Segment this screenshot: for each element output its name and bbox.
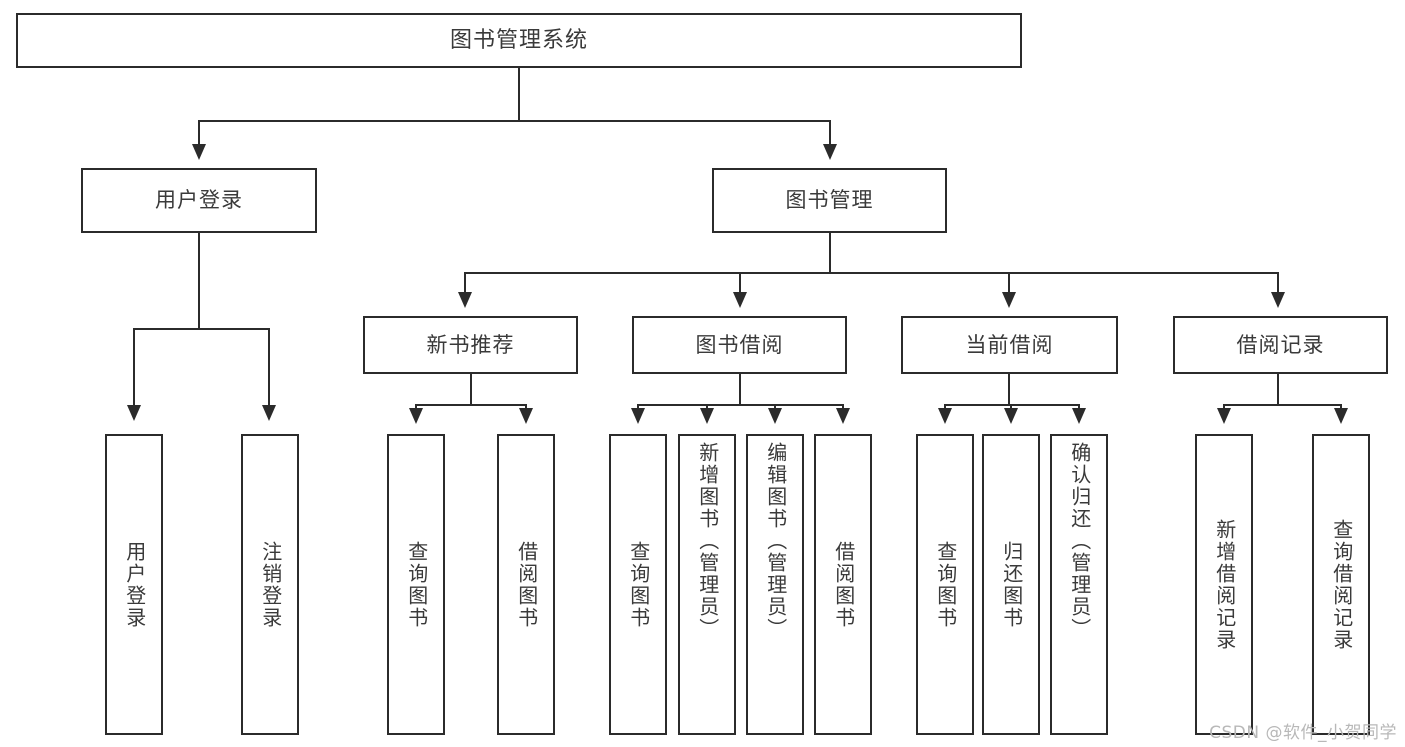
- connector-current-borrow-stem: [1008, 374, 1010, 406]
- arrowhead-to-new-book-recommend: [458, 292, 472, 308]
- connector-level3-drop-2: [739, 272, 741, 294]
- leaf-current-borrow-return-book[interactable]: 归还图书: [982, 434, 1040, 735]
- arrowhead-to-borrow-record: [1271, 292, 1285, 308]
- arrowhead-borrow-record-leaf-2: [1334, 408, 1348, 424]
- arrowhead-user-login-leaf-2: [262, 405, 276, 421]
- connector-book-borrow-drop-2: [706, 404, 708, 410]
- connector-book-borrow-drop-1: [637, 404, 639, 410]
- arrowhead-new-book-leaf-1: [409, 408, 423, 424]
- leaf-current-borrow-confirm-return-admin[interactable]: 确认归还（管理员）: [1050, 434, 1108, 735]
- connector-new-book-stem: [470, 374, 472, 406]
- arrowhead-book-borrow-leaf-2: [700, 408, 714, 424]
- connector-level3-drop-4: [1277, 272, 1279, 294]
- connector-borrow-record-stem: [1277, 374, 1279, 406]
- node-new-book-recommend[interactable]: 新书推荐: [363, 316, 578, 374]
- arrowhead-to-current-borrow: [1002, 292, 1016, 308]
- connector-new-book-drop-2: [525, 404, 527, 410]
- leaf-book-borrow-add-book-admin[interactable]: 新增图书（管理员）: [678, 434, 736, 735]
- node-borrow-record[interactable]: 借阅记录: [1173, 316, 1388, 374]
- connector-user-login-bus: [133, 328, 269, 330]
- connector-root-stem: [518, 68, 520, 121]
- node-user-login[interactable]: 用户登录: [81, 168, 317, 233]
- arrowhead-current-borrow-leaf-1: [938, 408, 952, 424]
- connector-root-bus: [198, 120, 830, 122]
- connector-new-book-bus: [415, 404, 526, 406]
- arrowhead-book-borrow-leaf-1: [631, 408, 645, 424]
- connector-borrow-record-drop-1: [1223, 404, 1225, 410]
- leaf-borrow-record-query-record[interactable]: 查询借阅记录: [1312, 434, 1370, 735]
- connector-root-drop-left: [198, 120, 200, 146]
- connector-current-borrow-drop-2: [1010, 404, 1012, 410]
- leaf-user-login-login[interactable]: 用户登录: [105, 434, 163, 735]
- leaf-new-book-borrow-book[interactable]: 借阅图书: [497, 434, 555, 735]
- connector-user-login-stem: [198, 233, 200, 329]
- arrowhead-book-borrow-leaf-3: [768, 408, 782, 424]
- connector-borrow-record-drop-2: [1340, 404, 1342, 410]
- connector-book-management-stem: [829, 233, 831, 273]
- arrowhead-borrow-record-leaf-1: [1217, 408, 1231, 424]
- arrowhead-new-book-leaf-2: [519, 408, 533, 424]
- connector-current-borrow-drop-3: [1078, 404, 1080, 410]
- connector-current-borrow-drop-1: [944, 404, 946, 410]
- node-root-book-management-system[interactable]: 图书管理系统: [16, 13, 1022, 68]
- leaf-book-borrow-borrow-book[interactable]: 借阅图书: [814, 434, 872, 735]
- connector-book-borrow-stem: [739, 374, 741, 406]
- leaf-borrow-record-add-record[interactable]: 新增借阅记录: [1195, 434, 1253, 735]
- connector-root-drop-right: [829, 120, 831, 146]
- node-current-borrow[interactable]: 当前借阅: [901, 316, 1118, 374]
- leaf-book-borrow-query-book[interactable]: 查询图书: [609, 434, 667, 735]
- arrowhead-book-borrow-leaf-4: [836, 408, 850, 424]
- arrowhead-current-borrow-leaf-3: [1072, 408, 1086, 424]
- arrowhead-to-user-login: [192, 144, 206, 160]
- arrowhead-to-book-borrow: [733, 292, 747, 308]
- arrowhead-current-borrow-leaf-2: [1004, 408, 1018, 424]
- leaf-book-borrow-edit-book-admin[interactable]: 编辑图书（管理员）: [746, 434, 804, 735]
- connector-book-borrow-bus: [637, 404, 843, 406]
- node-book-management[interactable]: 图书管理: [712, 168, 947, 233]
- connector-level3-drop-1: [464, 272, 466, 294]
- connector-level3-drop-3: [1008, 272, 1010, 294]
- node-book-borrow[interactable]: 图书借阅: [632, 316, 847, 374]
- connector-new-book-drop-1: [415, 404, 417, 410]
- arrowhead-user-login-leaf-1: [127, 405, 141, 421]
- arrowhead-to-book-management: [823, 144, 837, 160]
- leaf-current-borrow-query-book[interactable]: 查询图书: [916, 434, 974, 735]
- connector-user-login-drop-1: [133, 328, 135, 407]
- leaf-new-book-query-book[interactable]: 查询图书: [387, 434, 445, 735]
- leaf-user-login-logout[interactable]: 注销登录: [241, 434, 299, 735]
- connector-book-borrow-drop-3: [774, 404, 776, 410]
- connector-user-login-drop-2: [268, 328, 270, 407]
- connector-level3-bus: [464, 272, 1278, 274]
- connector-borrow-record-bus: [1223, 404, 1342, 406]
- connector-book-borrow-drop-4: [842, 404, 844, 410]
